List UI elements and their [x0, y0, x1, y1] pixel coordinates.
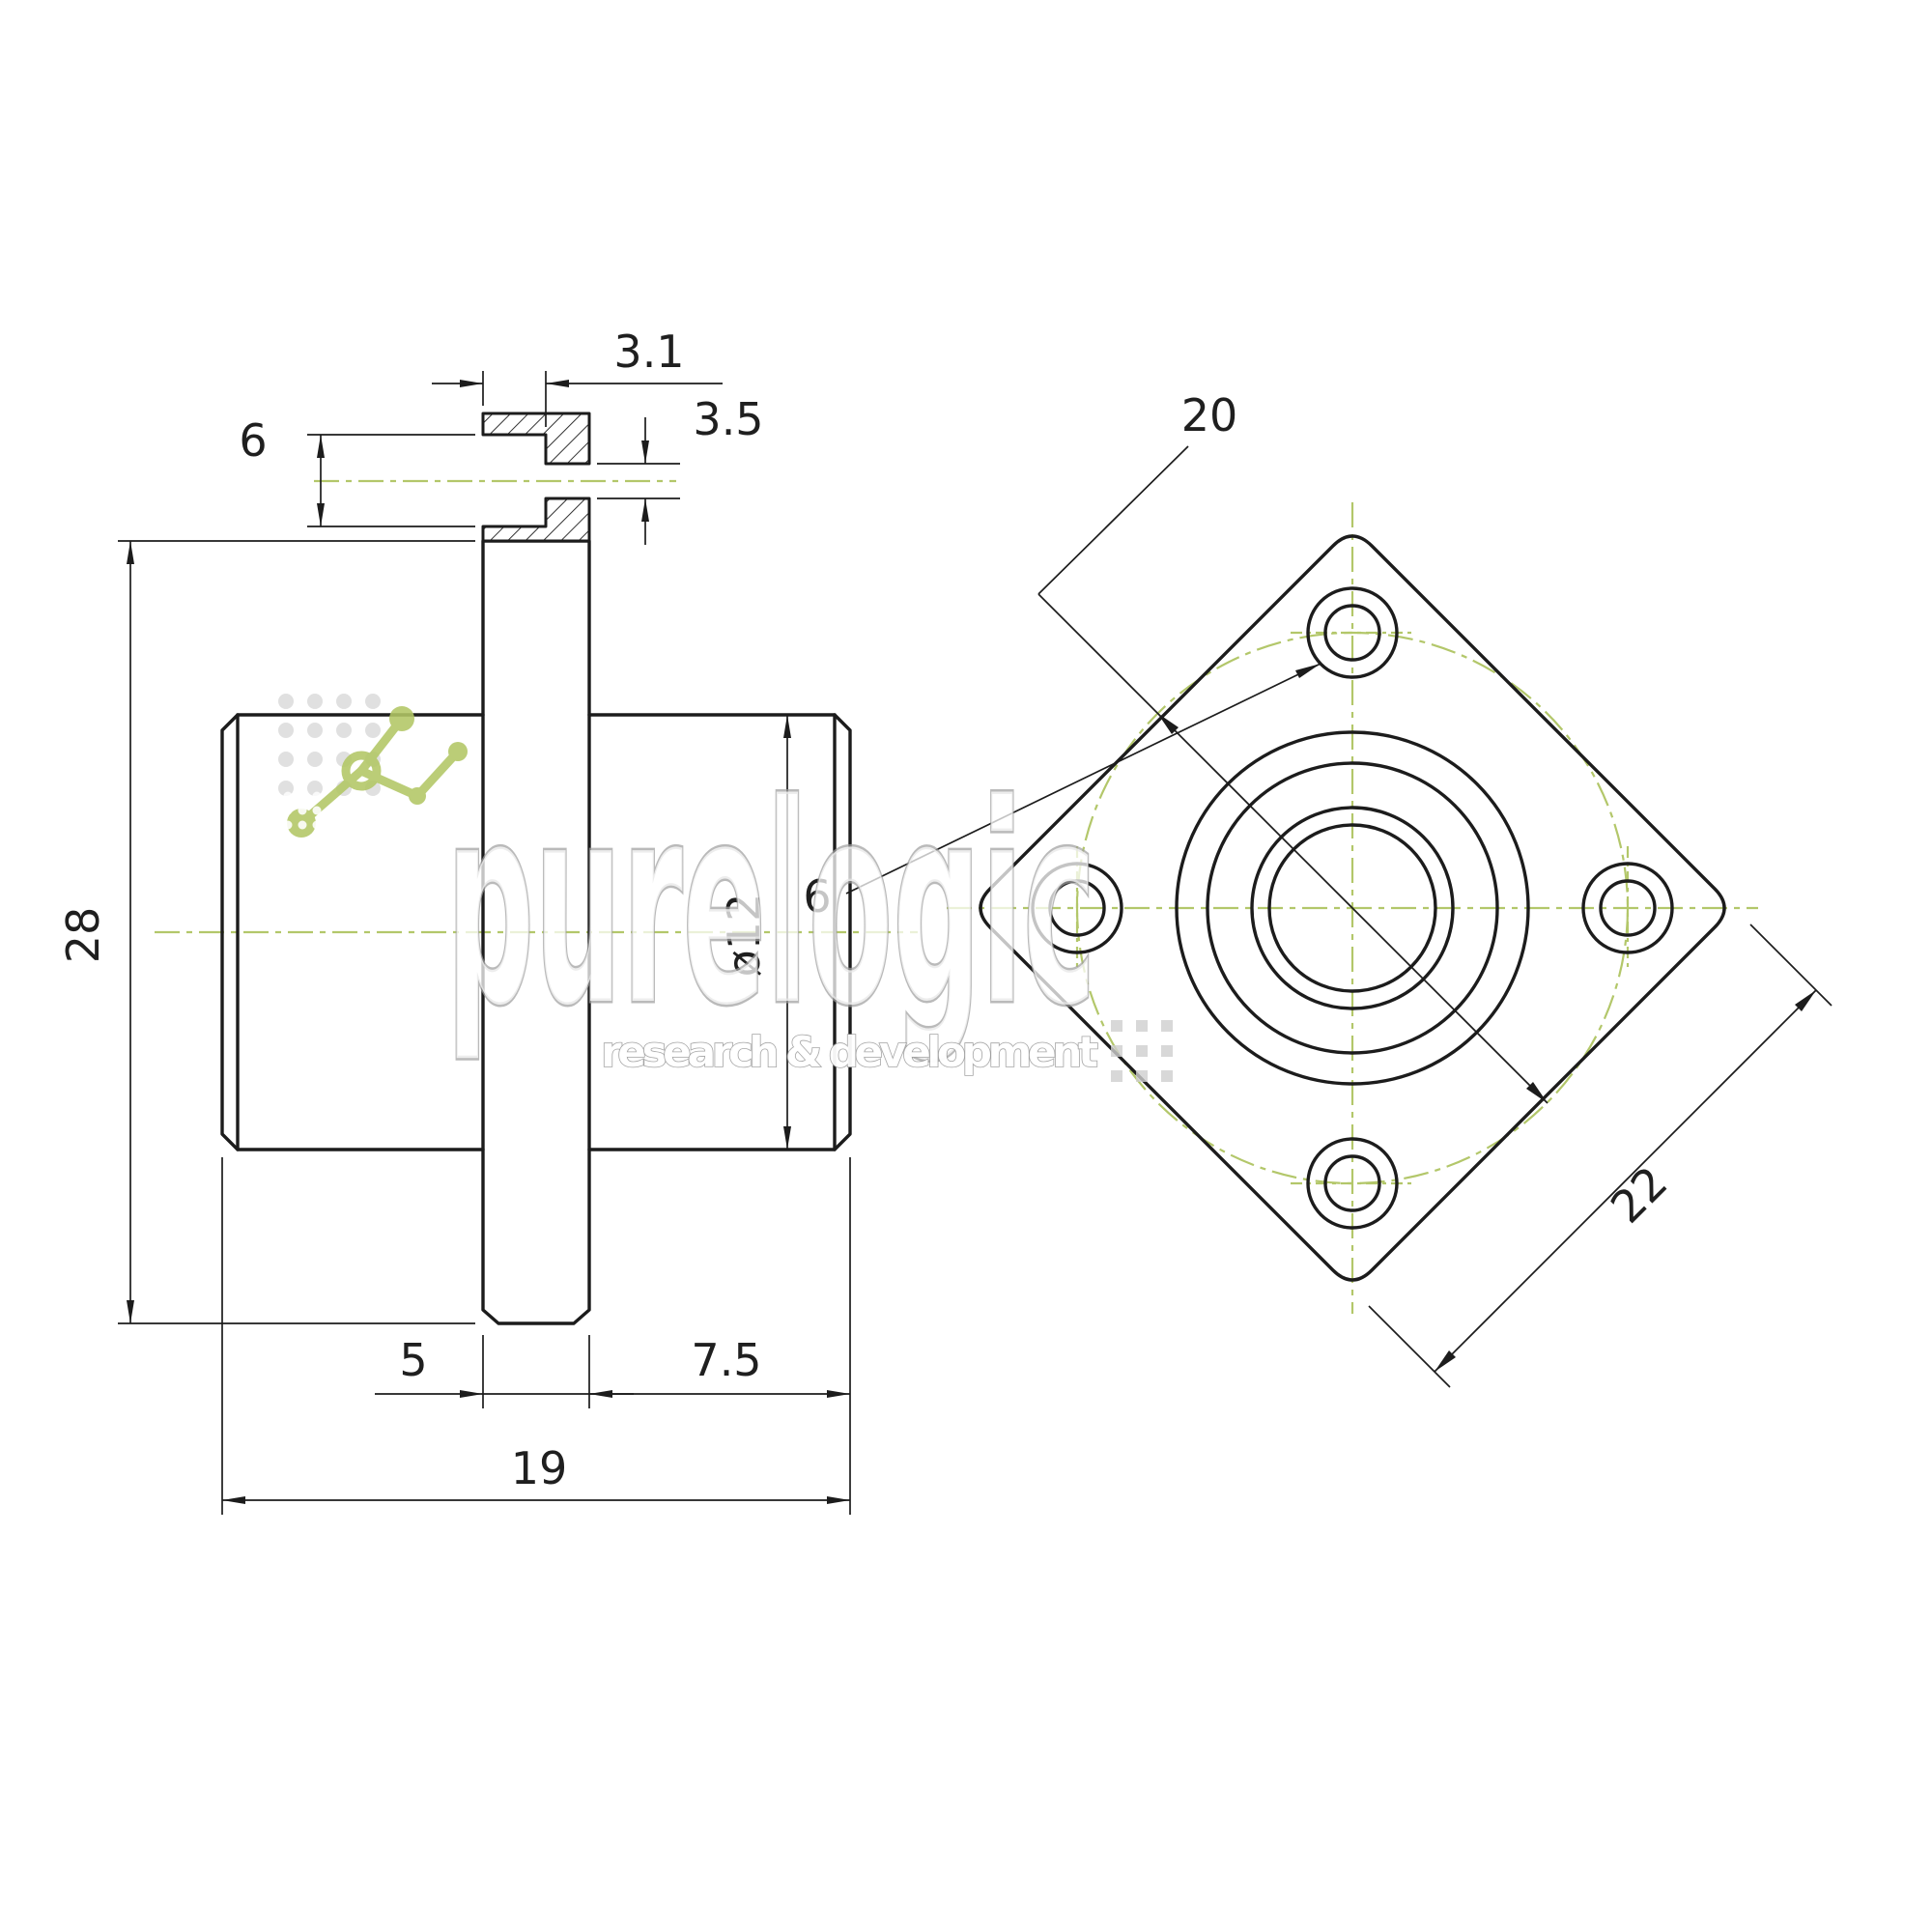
mounting-hole-left — [1031, 862, 1123, 954]
dim-body-diameter: ø12 — [718, 894, 770, 978]
purelogic-logo-icon — [283, 706, 468, 838]
flange-boss-circle — [1175, 730, 1530, 1086]
dim-counterbore-depth: 3.1 — [613, 326, 684, 378]
dim-right-offset: 7.5 — [691, 1334, 761, 1386]
watermark-brand-text: purelogic — [446, 747, 1096, 1067]
watermark-square-grid — [1111, 1020, 1173, 1082]
centerlines — [155, 479, 1758, 1314]
dim-bore-diameter: 6 — [803, 870, 831, 923]
mounting-hole-right — [1581, 862, 1674, 954]
dim-flange-height: 28 — [57, 907, 109, 964]
watermark-tagline-text: research & development — [601, 1028, 1101, 1077]
flange-hole-section-lower — [481, 497, 591, 543]
left-view — [220, 412, 852, 1325]
dim-flange-side: 22 — [1601, 1156, 1678, 1234]
bore-chamfer-circle — [1250, 806, 1455, 1010]
flange-square-outline — [979, 534, 1726, 1282]
dim-flange-thickness: 5 — [399, 1334, 427, 1386]
dim-bolt-circle-diameter: 20 — [1181, 389, 1238, 441]
left-view-dimensions: 28 ø12 3.1 3.5 6 5 — [57, 326, 851, 1515]
dim-counterbore-diameter: 6 — [239, 414, 267, 467]
dim-total-length: 19 — [511, 1442, 568, 1494]
mounting-hole-bottom — [1306, 1137, 1399, 1230]
shaft-bore-circle — [1267, 823, 1437, 993]
right-view — [979, 534, 1726, 1282]
bearing-outer-circle — [1206, 761, 1499, 1055]
body-outline — [220, 713, 852, 1151]
watermark-dot-grid — [278, 694, 381, 796]
dim-through-hole-diameter: 3.5 — [693, 393, 763, 445]
mounting-hole-top — [1306, 586, 1399, 679]
watermark: purelogic research & development — [278, 694, 1173, 1082]
flange-hole-section-upper — [481, 412, 591, 466]
